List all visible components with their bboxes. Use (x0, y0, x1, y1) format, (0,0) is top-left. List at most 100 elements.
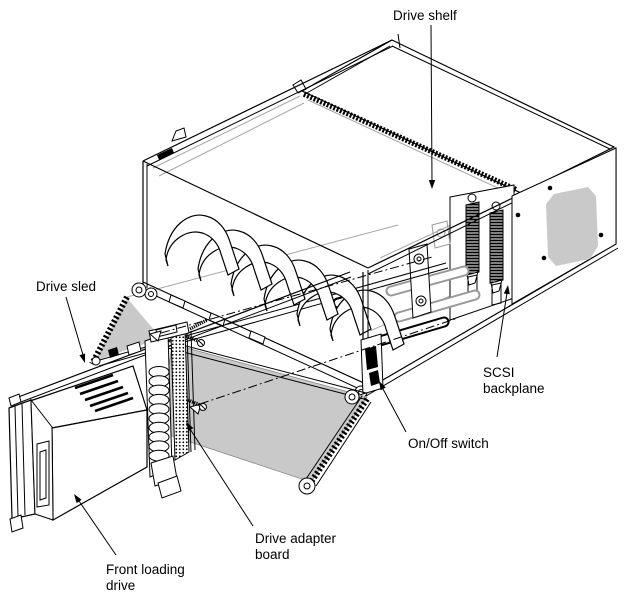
panel-screw (598, 232, 604, 238)
sled-roller (135, 286, 143, 294)
adapter-board-line (190, 330, 196, 451)
sled-knurled-rail (308, 397, 370, 484)
leader-front-loading-drive (78, 500, 117, 556)
vent-slot (94, 396, 134, 413)
rim-clip (248, 330, 266, 345)
sled-rail-edge (305, 395, 363, 480)
vent-slot (79, 379, 119, 396)
sled-tray (159, 343, 368, 483)
scsi-connector (489, 209, 504, 284)
top-cover-inner-edge (391, 45, 611, 150)
panel-screw (515, 212, 521, 218)
top-cover-face (300, 39, 616, 194)
floor-channel (369, 318, 448, 347)
label-scsi-backplane-line2: backplane (483, 381, 545, 396)
front-top-rim (142, 160, 369, 269)
adapter-pin (189, 318, 208, 331)
alignment-arrow (148, 330, 162, 342)
callout-leaders (65, 24, 510, 556)
label-front-loading-line1: Front loading (106, 562, 185, 577)
arrowhead-scsi-backplane (503, 285, 510, 295)
bezel-groove (21, 402, 26, 516)
switch-rocker (365, 346, 378, 370)
panel-screw (547, 185, 553, 191)
drive-sled (12, 271, 372, 495)
backplane-detail (491, 282, 502, 306)
callout-labels: Drive shelf Drive sled SCSI backplane On… (36, 8, 545, 593)
sled-shaded-wedge (95, 298, 161, 361)
rail-clip (126, 341, 142, 356)
leader-on-off-switch (382, 388, 407, 433)
sled-knurled-rail (89, 295, 130, 366)
alignment-axis (199, 317, 459, 405)
scsi-connector (465, 201, 480, 276)
label-drive-shelf: Drive shelf (393, 8, 457, 23)
bezel-tab (8, 393, 22, 407)
rail-clip (108, 347, 119, 358)
arrowhead-drive-sled (79, 353, 86, 363)
panel-screw (541, 255, 547, 261)
vent-slot (84, 385, 124, 402)
bracket-hole (418, 298, 424, 304)
screw-slot (198, 340, 204, 346)
leader-drive-shelf (430, 24, 433, 182)
label-drive-adapter-line2: board (255, 547, 290, 562)
floor-guides (332, 220, 481, 349)
side-panel (511, 147, 617, 305)
bottom-right-edge-inner (365, 247, 619, 397)
connector-post (467, 193, 477, 203)
side-vent (546, 187, 598, 266)
front-loading-drive (8, 365, 148, 533)
rim-clip (168, 294, 186, 309)
sled-rail-edge (315, 401, 372, 487)
sled-roller (303, 482, 311, 490)
label-front-loading-line2: drive (106, 578, 135, 593)
adapter-board-line (186, 331, 192, 453)
label-on-off-switch: On/Off switch (408, 436, 489, 451)
drive-side-face (51, 409, 148, 522)
alignment-axis (160, 256, 433, 334)
drive-adapter-board (144, 256, 459, 499)
guide-hole-hidden (436, 228, 446, 238)
rim-clip (157, 148, 174, 160)
guide-bracket-hidden (431, 220, 451, 249)
adapter-foot (157, 475, 182, 499)
top-left-rim (142, 39, 393, 162)
leader-drive-sled (65, 296, 84, 356)
top-left-rim-inner (146, 45, 394, 167)
arrowhead-front-loading-drive (74, 494, 82, 504)
drive-top-vents (74, 373, 134, 413)
bay-divider-fin (164, 214, 240, 276)
arrowhead-drive-adapter (186, 422, 194, 432)
screw-slot (200, 404, 206, 410)
hidden-edge-line (152, 95, 301, 169)
label-scsi-backplane-line1: SCSI (483, 365, 515, 380)
hidden-edge-line (307, 99, 516, 197)
vent-slot (74, 373, 114, 390)
floor-channel (395, 291, 479, 321)
alignment-arrow (188, 403, 202, 415)
bezel-tab (9, 514, 24, 533)
bezel-slot-inner (39, 449, 47, 501)
arrowhead-drive-shelf (428, 180, 436, 189)
sled-top-rail (163, 346, 365, 400)
sled-top-rail (166, 340, 367, 394)
sled-roller (91, 356, 101, 366)
back-corner-post (397, 33, 401, 49)
sled-roller (348, 393, 356, 401)
leader-drive-adapter (189, 428, 254, 527)
vent-slot (89, 391, 129, 408)
top-cover-front-hatched-edge (302, 91, 519, 193)
corner-boss (148, 291, 154, 297)
bezel-slot (36, 440, 50, 508)
leader-scsi-backplane (496, 292, 508, 358)
bezel-groove (14, 405, 19, 517)
label-drive-sled: Drive sled (36, 279, 96, 294)
label-drive-adapter-line1: Drive adapter (255, 531, 337, 546)
top-cover (292, 39, 616, 194)
arrowhead-on-off-switch (379, 381, 386, 391)
hidden-edge-line (158, 102, 305, 177)
rim-tab (171, 127, 187, 142)
